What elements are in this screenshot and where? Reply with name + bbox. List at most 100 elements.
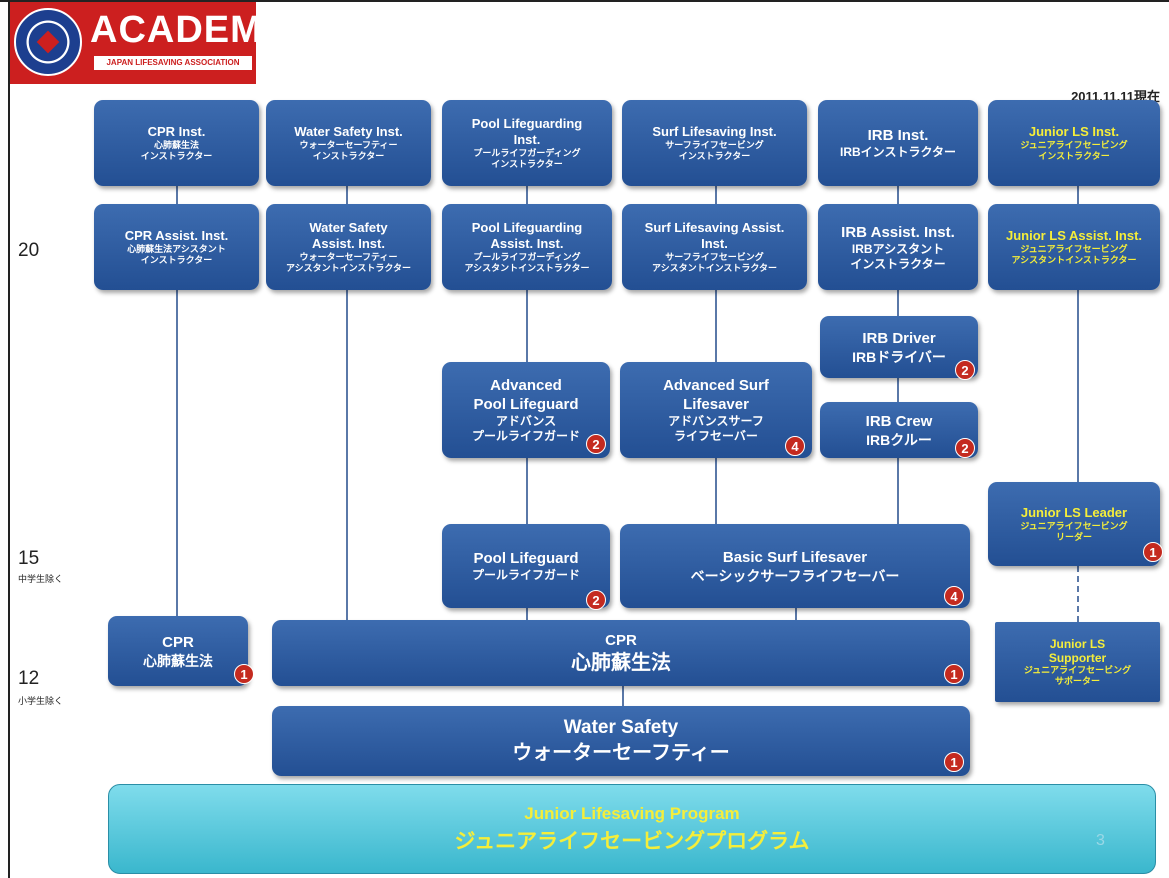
water-assist-en1: Water Safety (309, 220, 388, 235)
adv-surf-jp2: ライフセーバー (674, 429, 758, 443)
surf-inst-en: Surf Lifesaving Inst. (652, 124, 777, 139)
advanced-pool-badge: 2 (586, 434, 606, 454)
surf-inst-jp1: サーフライフセービング (665, 140, 764, 150)
basic-surf-en: Basic Surf Lifesaver (722, 548, 868, 566)
pool-lifeguard-badge: 2 (586, 590, 606, 610)
advanced-surf-badge: 4 (785, 436, 805, 456)
connector-water (346, 186, 348, 620)
irb-driver-en: IRB Driver (862, 329, 936, 347)
junior-inst-jp2: インストラクター (1038, 151, 1110, 161)
cpr-inst-en: CPR Inst. (147, 124, 206, 139)
pool-lifeguard-jp: プールライフガード (471, 568, 580, 582)
frame-top-border (0, 0, 1169, 2)
water-inst-en: Water Safety Inst. (294, 124, 403, 139)
irb-crew-en: IRB Crew (865, 412, 933, 430)
irb-crew-box: IRB Crew IRBクルー (820, 402, 978, 458)
basic-surf-lifesaver-box: Basic Surf Lifesaver ベーシックサーフライフセーバー (620, 524, 970, 608)
connector-surf (715, 186, 717, 524)
adv-surf-jp1: アドバンスサーフ (668, 414, 764, 428)
junior-inst-jp1: ジュニアライフセービング (1020, 140, 1128, 150)
irb-driver-jp: IRBドライバー (852, 348, 946, 365)
cpr-badge: 1 (234, 664, 254, 684)
junior-leader-en: Junior LS Leader (1020, 505, 1128, 520)
cpr-wide-jp: 心肺蘇生法 (571, 651, 671, 674)
cpr-assist-jp2: インストラクター (140, 255, 213, 265)
cpr-jp: 心肺蘇生法 (143, 652, 213, 669)
adv-pool-en1: Advanced (490, 377, 562, 394)
water-safety-en: Water Safety (563, 717, 679, 738)
irb-crew-jp: IRBクルー (866, 431, 932, 448)
irb-inst-jp: IRBインストラクター (840, 145, 956, 159)
surf-assist-jp1: サーフライフセービング (665, 252, 764, 262)
cpr-assist-inst-box: CPR Assist. Inst. 心肺蘇生法アシスタント インストラクター (94, 204, 259, 290)
water-safety-box: Water Safety ウォーターセーフティー (272, 706, 970, 776)
age-20: 20 (18, 240, 40, 261)
adv-surf-en1: Advanced Surf (663, 377, 769, 394)
irb-inst-box: IRB Inst. IRBインストラクター (818, 100, 978, 186)
connector-cpr (176, 186, 178, 616)
pool-inst-en1: Pool Lifeguarding (471, 116, 583, 131)
junior-ls-inst-box: Junior LS Inst. ジュニアライフセービング インストラクター (988, 100, 1160, 186)
water-safety-assist-inst-box: Water Safety Assist. Inst. ウォーターセーフティー ア… (266, 204, 431, 290)
junior-leader-badge: 1 (1143, 542, 1163, 562)
frame-left-border (8, 0, 10, 878)
connector-junior-dashed (1077, 566, 1079, 622)
age-15-note: 中学生除く (18, 575, 64, 585)
pool-assist-en1: Pool Lifeguarding (471, 220, 583, 235)
lifesaving-seal-icon (14, 8, 82, 76)
water-safety-jp: ウォーターセーフティー (512, 742, 730, 764)
pool-assist-inst-box: Pool Lifeguarding Assist. Inst. プールライフガー… (442, 204, 612, 290)
junior-assist-jp2: アシスタントインストラクター (1011, 255, 1137, 265)
pool-lifeguard-box: Pool Lifeguard プールライフガード (442, 524, 610, 608)
adv-pool-jp2: プールライフガード (471, 429, 580, 443)
water-assist-jp2: アシスタントインストラクター (285, 263, 412, 273)
surf-assist-en2: Inst. (701, 236, 728, 251)
irb-driver-badge: 2 (955, 360, 975, 380)
pool-lifeguard-en: Pool Lifeguard (473, 550, 579, 567)
junior-supporter-jp2: サポーター (1054, 676, 1100, 686)
basic-surf-badge: 4 (944, 586, 964, 606)
surf-assist-jp2: アシスタントインストラクター (651, 263, 778, 273)
age-12-note: 小学生除く (18, 697, 64, 707)
connector-cpr-water (622, 684, 624, 708)
pool-assist-jp2: アシスタントインストラクター (464, 263, 590, 273)
pool-inst-jp2: インストラクター (491, 159, 563, 169)
junior-supporter-en1: Junior LS (1049, 637, 1106, 651)
junior-supporter-en2: Supporter (1048, 651, 1107, 665)
junior-supporter-jp1: ジュニアライフセービング (1023, 665, 1132, 675)
water-inst-jp2: インストラクター (312, 151, 385, 161)
cpr-assist-jp1: 心肺蘇生法アシスタント (127, 244, 226, 254)
junior-ls-assist-inst-box: Junior LS Assist. Inst. ジュニアライフセービング アシス… (988, 204, 1160, 290)
surf-inst-box: Surf Lifesaving Inst. サーフライフセービング インストラク… (622, 100, 807, 186)
surf-inst-jp2: インストラクター (678, 151, 751, 161)
water-inst-jp1: ウォーターセーフティー (299, 140, 398, 150)
connector-surf-cpr (795, 606, 797, 622)
junior-lifesaving-program-box: Junior Lifesaving Program ジュニアライフセービングプロ… (108, 784, 1156, 874)
junior-program-jp: ジュニアライフセービングプログラム (454, 829, 810, 853)
logo-subtitle: JAPAN LIFESAVING ASSOCIATION (94, 56, 252, 70)
cpr-assist-en: CPR Assist. Inst. (124, 228, 229, 243)
cpr-inst-jp1: 心肺蘇生法 (153, 140, 199, 150)
connector-pool-cpr (526, 606, 528, 622)
junior-program-en: Junior Lifesaving Program (524, 804, 740, 823)
irb-driver-box: IRB Driver IRBドライバー (820, 316, 978, 378)
irb-inst-en: IRB Inst. (867, 127, 929, 144)
cpr-wide-en: CPR (605, 631, 637, 649)
advanced-pool-lifeguard-box: Advanced Pool Lifeguard アドバンス プールライフガード (442, 362, 610, 458)
junior-inst-en: Junior LS Inst. (1028, 124, 1120, 139)
cpr-box: CPR 心肺蘇生法 (108, 616, 248, 686)
cpr-inst-box: CPR Inst. 心肺蘇生法 インストラクター (94, 100, 259, 186)
surf-assist-inst-box: Surf Lifesaving Assist. Inst. サーフライフセービン… (622, 204, 807, 290)
cpr-en: CPR (162, 633, 194, 651)
adv-pool-jp1: アドバンス (495, 414, 557, 428)
irb-assist-jp2: インストラクター (850, 256, 946, 271)
pool-inst-en2: Inst. (513, 132, 541, 147)
adv-pool-en2: Pool Lifeguard (473, 396, 579, 413)
irb-assist-jp1: IRBアシスタント (851, 241, 945, 256)
pool-assist-jp1: プールライフガーディング (473, 252, 581, 262)
junior-ls-leader-box: Junior LS Leader ジュニアライフセービング リーダー (988, 482, 1160, 566)
irb-crew-badge: 2 (955, 438, 975, 458)
junior-ls-supporter-box: Junior LS Supporter ジュニアライフセービング サポーター (995, 622, 1160, 702)
junior-leader-jp2: リーダー (1055, 532, 1092, 542)
pool-assist-en2: Assist. Inst. (490, 236, 564, 251)
